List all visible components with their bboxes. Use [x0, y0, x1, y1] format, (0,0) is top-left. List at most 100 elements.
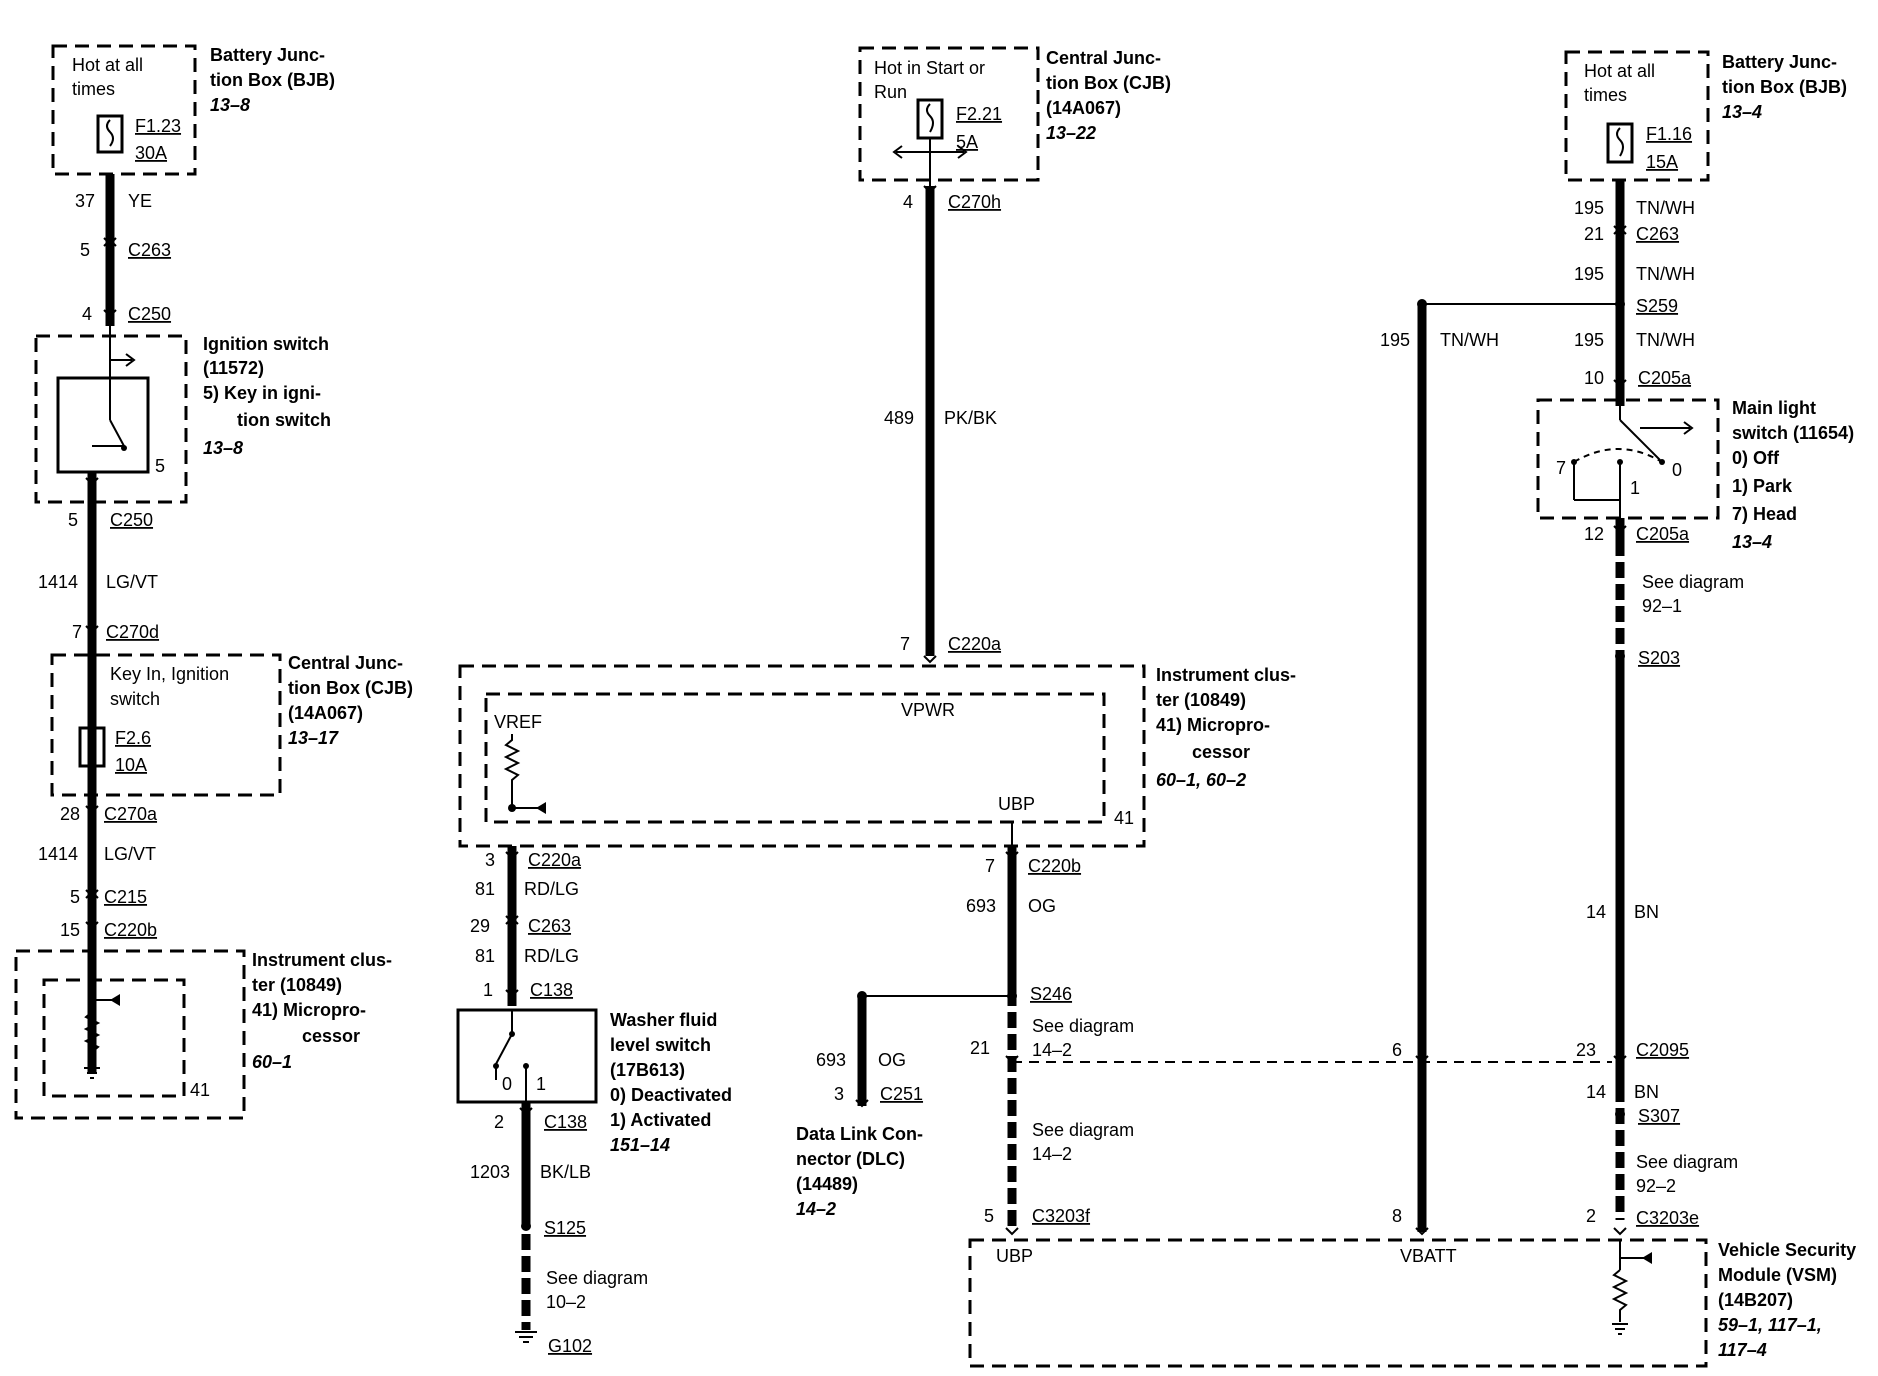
pin-c3203e-2: 2: [1586, 1206, 1596, 1226]
washer-label3: (17B613): [610, 1060, 685, 1080]
circuit-195-a: 195: [1574, 198, 1604, 218]
color-rdlg-b: RD/LG: [524, 946, 579, 966]
main-light-switch-box: [1536, 398, 1720, 520]
connector-c220b-left: C220b: [104, 920, 157, 940]
vsm-pin-vbatt: VBATT: [1400, 1246, 1457, 1266]
pin-vpwr: VPWR: [901, 700, 955, 720]
connector-c138-top: C138: [530, 980, 573, 1000]
circuit-489: 489: [884, 408, 914, 428]
washer-label2: level switch: [610, 1035, 711, 1055]
cjb-mid-label2: tion Box (CJB): [1046, 73, 1171, 93]
left-circuit: Hot at all times Battery Junc- tion Box …: [14, 44, 413, 1120]
ignition-label2: (11572): [203, 358, 264, 378]
mls-ref: 13–4: [1732, 532, 1772, 552]
fuse-f2-21-rating: 5A: [956, 132, 978, 152]
pin-c263-21: 21: [1584, 224, 1604, 244]
see-diagram-10-2: See diagram: [546, 1268, 648, 1288]
right-circuit: Hot at all times Battery Junc- tion Box …: [968, 50, 1856, 1368]
ic-left-label1: Instrument clus-: [252, 950, 392, 970]
bjb-left-box-text1: Hot at all: [72, 55, 143, 75]
cjb-mid-label3: (14A067): [1046, 98, 1121, 118]
see-diagram-92-2-ref: 92–2: [1636, 1176, 1676, 1196]
ignition-label3: 5) Key in igni-: [203, 383, 321, 403]
ignition-ref: 13–8: [203, 438, 243, 458]
dlc-color-og: OG: [878, 1050, 906, 1070]
ic-mid-label2: ter (10849): [1156, 690, 1246, 710]
color-bn-a: BN: [1634, 902, 1659, 922]
ic-mid-label4: cessor: [1192, 742, 1250, 762]
pin-8: 8: [1392, 1206, 1402, 1226]
pin-c3203f-5: 5: [984, 1206, 994, 1226]
connector-c250-top: C250: [128, 304, 171, 324]
dlc-circuit-693: 693: [816, 1050, 846, 1070]
splice-s246: S246: [1030, 984, 1072, 1004]
mls-label2: switch (11654): [1732, 423, 1854, 443]
splice-s259: S259: [1636, 296, 1678, 316]
connector-c270d: C270d: [106, 622, 159, 642]
cjb-left-label2: tion Box (CJB): [288, 678, 413, 698]
mls-pos-1: 1: [1630, 478, 1640, 498]
pin-c270a-28: 28: [60, 804, 80, 824]
connector-c2095: C2095: [1636, 1040, 1689, 1060]
fuse-f2-6: F2.6: [115, 728, 151, 748]
pin-21: 21: [970, 1038, 990, 1058]
ic-left-label4: cessor: [302, 1026, 360, 1046]
bjb-left-box: [51, 44, 197, 176]
fuse-f2-21: F2.21: [956, 104, 1002, 124]
connector-c205a-bot: C205a: [1636, 524, 1690, 544]
color-ye: YE: [128, 191, 152, 211]
bjb-left-label2: tion Box (BJB): [210, 70, 335, 90]
fuse-f1-16-rating: 15A: [1646, 152, 1678, 172]
washer-label4: 0) Deactivated: [610, 1085, 732, 1105]
ignition-label1: Ignition switch: [203, 334, 329, 354]
fuse-icon: [96, 114, 124, 154]
dlc-label3: (14489): [796, 1174, 858, 1194]
bjb-right-label1: Battery Junc-: [1722, 52, 1837, 72]
connector-c270h: C270h: [948, 192, 1001, 212]
circuit-14-b: 14: [1586, 1082, 1606, 1102]
pin-c263-29: 29: [470, 916, 490, 936]
mls-pos-7: 7: [1556, 458, 1566, 478]
connector-c220a-top: C220a: [948, 634, 1002, 654]
cjb-left-label1: Central Junc-: [288, 653, 403, 673]
fuse-icon-2: [78, 726, 106, 768]
instrument-cluster-left-box: [14, 949, 246, 1120]
connector-c270a: C270a: [104, 804, 158, 824]
pin-c251-3: 3: [834, 1084, 844, 1104]
bjb-left-box-text2: times: [72, 79, 115, 99]
see-diagram-92-1: See diagram: [1642, 572, 1744, 592]
circuit-81-a: 81: [475, 879, 495, 899]
instrument-cluster-mid-box: [458, 664, 1146, 848]
circuit-1203: 1203: [470, 1162, 510, 1182]
circuit-37: 37: [75, 191, 95, 211]
fuse-icon-3: [916, 98, 944, 140]
ignition-pos-5: 5: [155, 456, 165, 476]
pin-c205a-12: 12: [1584, 524, 1604, 544]
circuit-195-b: 195: [1574, 264, 1604, 284]
vsm-box: [968, 1238, 1708, 1368]
circuit-195-c: 195: [1574, 330, 1604, 350]
bjb-right-box: [1564, 50, 1710, 182]
pin-ubp-ic: UBP: [998, 794, 1035, 814]
circuit-693: 693: [966, 896, 996, 916]
connector-c263: C263: [128, 240, 171, 260]
cjb-left-box-text1: Key In, Ignition: [110, 664, 229, 684]
pin-c220a-7: 7: [900, 634, 910, 654]
ignition-switch-icon: [56, 376, 150, 474]
dlc-label1: Data Link Con-: [796, 1124, 923, 1144]
connector-c138-bot: C138: [544, 1112, 587, 1132]
see-diagram-14-2-a-ref: 14–2: [1032, 1040, 1072, 1060]
see-diagram-14-2-b-ref: 14–2: [1032, 1144, 1072, 1164]
connector-c220a-bot: C220a: [528, 850, 582, 870]
circuit-195-vbatt: 195: [1380, 330, 1410, 350]
bjb-right-box-text2: times: [1584, 85, 1627, 105]
cjb-mid-box-text2: Run: [874, 82, 907, 102]
fuse-f1-16: F1.16: [1646, 124, 1692, 144]
mls-pos-0: 0: [1672, 460, 1682, 480]
washer-pos-0: 0: [502, 1074, 512, 1094]
connector-c205a-top: C205a: [1638, 368, 1692, 388]
color-tnwh-vbatt: TN/WH: [1440, 330, 1499, 350]
pin-c2095-23: 23: [1576, 1040, 1596, 1060]
see-diagram-14-2-a: See diagram: [1032, 1016, 1134, 1036]
